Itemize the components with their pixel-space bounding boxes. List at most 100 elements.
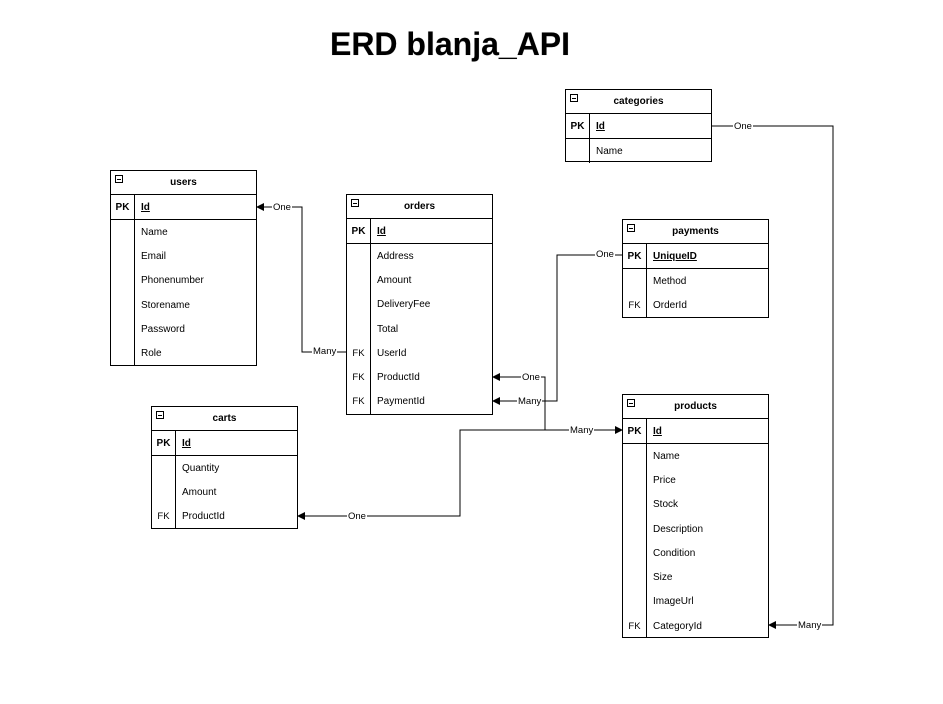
attribute-row: Phonenumber: [111, 268, 256, 293]
collapse-icon[interactable]: [570, 94, 578, 102]
collapse-icon[interactable]: [627, 224, 635, 232]
attribute-row: Amount: [152, 480, 297, 505]
field-name: UserId: [377, 347, 407, 359]
label-orders-product-one: One: [521, 372, 541, 383]
field-name: Total: [377, 323, 399, 335]
field-name: Id: [377, 225, 386, 237]
field-name: Quantity: [182, 462, 220, 474]
attribute-row: FK ProductId: [347, 365, 492, 390]
entity-orders[interactable]: orders PK Id Address Amount DeliveryFee …: [346, 194, 493, 415]
attribute-row: Name: [623, 444, 768, 469]
key-label: [623, 541, 647, 566]
field-name: Storename: [141, 299, 190, 311]
field-name: Amount: [377, 274, 412, 286]
pk-row: PK Id: [152, 431, 297, 456]
key-label: FK: [347, 389, 371, 415]
field-name: Id: [182, 437, 191, 449]
collapse-icon[interactable]: [351, 199, 359, 207]
attribute-row: Total: [347, 316, 492, 342]
entity-header: payments: [623, 220, 768, 244]
key-label: FK: [623, 293, 647, 318]
entity-name: categories: [613, 96, 664, 107]
entity-name: users: [170, 177, 197, 188]
field-name: OrderId: [653, 299, 687, 311]
key-label: [347, 316, 371, 342]
field-name: ProductId: [182, 511, 225, 523]
pk-row: PK Id: [623, 419, 768, 444]
key-label: PK: [566, 114, 590, 138]
collapse-icon[interactable]: [156, 411, 164, 419]
key-label: [347, 244, 371, 269]
entity-header: users: [111, 171, 256, 195]
attribute-row: Method: [623, 269, 768, 294]
key-label: FK: [347, 365, 371, 390]
attribute-row: Description: [623, 516, 768, 542]
key-label: [623, 269, 647, 294]
key-label: FK: [152, 504, 176, 529]
attribute-row: Condition: [623, 541, 768, 566]
key-label: PK: [111, 195, 135, 219]
field-name: Condition: [653, 547, 696, 559]
attribute-row: Quantity: [152, 456, 297, 481]
field-name: ProductId: [377, 372, 420, 384]
attribute-row: Storename: [111, 292, 256, 318]
key-label: PK: [623, 244, 647, 268]
entity-categories[interactable]: categories PK Id Name: [565, 89, 712, 164]
attribute-row: DeliveryFee: [347, 292, 492, 317]
collapse-icon[interactable]: [627, 399, 635, 407]
collapse-icon[interactable]: [115, 175, 123, 183]
key-label: [111, 244, 135, 269]
field-name: Phonenumber: [141, 275, 204, 287]
key-label: [623, 516, 647, 542]
field-name: Email: [141, 250, 167, 262]
key-label: [111, 220, 135, 245]
field-name: Name: [653, 450, 680, 462]
pk-row: PK Id: [347, 219, 492, 244]
entity-name: products: [674, 401, 717, 412]
attribute-row: Password: [111, 317, 256, 342]
entity-name: payments: [672, 226, 719, 237]
key-label: [111, 341, 135, 366]
key-label: PK: [347, 219, 371, 243]
diagram-title: ERD blanja_API: [329, 26, 571, 62]
field-name: DeliveryFee: [377, 299, 431, 311]
key-label: FK: [623, 614, 647, 639]
entity-header: categories: [566, 90, 711, 114]
attribute-row: Email: [111, 244, 256, 269]
link-orders-payments-a: [492, 254, 622, 405]
field-name: CategoryId: [653, 620, 702, 632]
attribute-row: Name: [566, 139, 711, 164]
entity-products[interactable]: products PK Id Name Price Stock Descript…: [622, 394, 769, 639]
label-users-one: One: [272, 202, 292, 213]
key-label: [111, 268, 135, 293]
key-label: [111, 292, 135, 318]
field-name: ImageUrl: [653, 596, 694, 608]
attribute-row: Address: [347, 244, 492, 269]
key-label: [347, 268, 371, 293]
attribute-row: FK CategoryId: [623, 614, 768, 639]
field-name: Description: [653, 523, 704, 535]
field-name: Name: [596, 145, 623, 157]
attribute-row: FK ProductId: [152, 504, 297, 529]
label-payments-one: One: [595, 249, 615, 260]
entity-users[interactable]: users PK Id Name Email Phonenumber Store…: [110, 170, 257, 366]
attribute-row: Name: [111, 220, 256, 245]
field-name: Id: [653, 425, 662, 437]
attribute-row: FK OrderId: [623, 293, 768, 318]
key-label: [152, 456, 176, 481]
label-categoryid-many: Many: [797, 620, 823, 631]
attribute-row: Size: [623, 565, 768, 590]
link-users-orders: [256, 203, 346, 353]
field-name: Address: [377, 250, 414, 262]
label-carts-one: One: [347, 511, 367, 522]
key-label: [623, 565, 647, 590]
field-name: Id: [141, 201, 150, 213]
label-orders-payment-many: Many: [517, 396, 543, 407]
field-name: Stock: [653, 499, 679, 511]
attribute-row: Role: [111, 341, 256, 366]
key-label: [347, 292, 371, 317]
